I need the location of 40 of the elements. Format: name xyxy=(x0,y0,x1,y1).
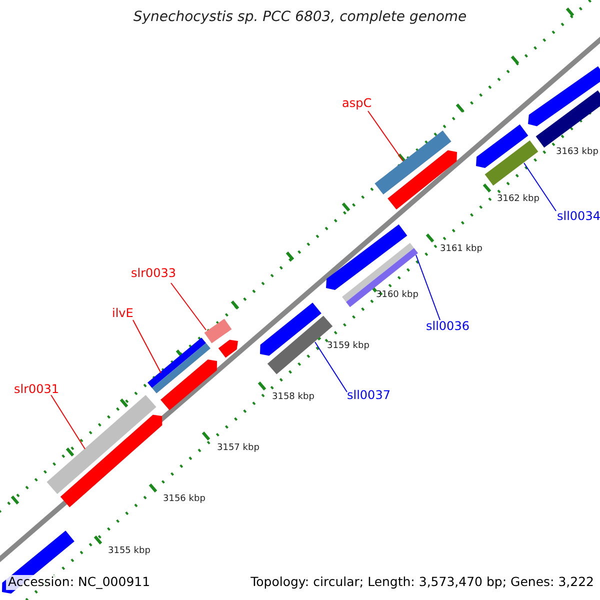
gene-block xyxy=(484,140,538,186)
scale-label: 3156 kbp xyxy=(163,495,206,504)
gene-block xyxy=(528,66,600,126)
gene-block xyxy=(60,414,162,508)
leader-line xyxy=(314,342,348,392)
gene-block xyxy=(326,224,408,290)
gene-label: slr0033 xyxy=(131,267,176,279)
leader-line xyxy=(170,282,206,330)
leader-line xyxy=(524,162,556,212)
scale-label: 3159 kbp xyxy=(327,342,370,351)
leader-line xyxy=(368,110,404,162)
gene-label: sll0037 xyxy=(347,389,390,401)
gene-label: sll0034 xyxy=(557,210,600,222)
gene-label: slr0031 xyxy=(14,383,60,395)
gene-block xyxy=(536,90,600,148)
title: Synechocystis sp. PCC 6803, complete genome xyxy=(132,10,468,24)
gene-block xyxy=(374,130,452,194)
scale-label: 3161 kbp xyxy=(440,245,482,254)
gene-block xyxy=(342,242,418,308)
gene-block xyxy=(148,338,210,394)
gene-block xyxy=(388,150,457,210)
gene-block xyxy=(218,340,238,358)
scale-label: 3155 kbp xyxy=(108,547,150,556)
gene-block xyxy=(160,360,217,410)
gene-label: sll0036 xyxy=(426,320,470,332)
scale-label: 3158 kbp xyxy=(272,393,314,402)
gene-block xyxy=(46,395,156,494)
scale-label: 3157 kbp xyxy=(217,444,260,453)
gene-label: ilvE xyxy=(112,307,134,319)
leader-line xyxy=(132,320,162,374)
leader-line xyxy=(416,254,440,320)
gene-block xyxy=(476,124,528,168)
scale-label: 3163 kbp xyxy=(556,148,598,157)
gene-block xyxy=(204,318,232,344)
gene-label: aspC xyxy=(342,97,372,109)
scale-label: 3162 kbp xyxy=(497,195,540,204)
scale-label: 3160 kbp xyxy=(376,291,418,300)
footer-text: Topology: circular; Length: 3,573,470 bp; Genes: 3,222 xyxy=(248,575,596,590)
gene-block xyxy=(260,302,322,356)
leader-line xyxy=(50,394,86,450)
